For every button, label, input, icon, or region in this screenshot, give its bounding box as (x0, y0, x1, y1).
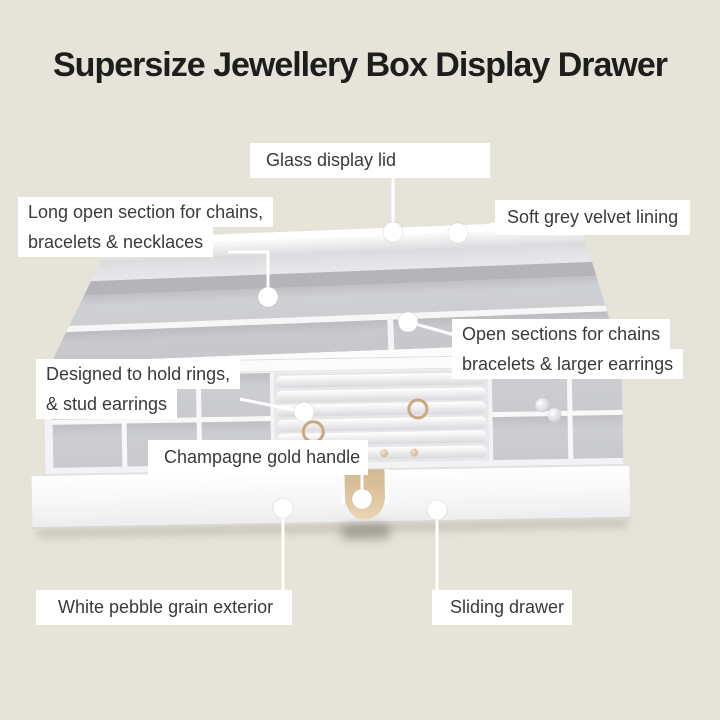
stud-earring (410, 448, 419, 457)
large-compartment (492, 415, 569, 461)
small-compartment (52, 423, 123, 468)
handle-shadow (341, 523, 390, 540)
label-champagne-gold-handle: Champagne gold handle (148, 440, 368, 475)
label-long-open-section: Long open section for chains, bracelets … (18, 197, 274, 257)
label-open-sections: Open sections for chains bracelets & lar… (452, 319, 684, 379)
label-white-pebble-grain-exterior: White pebble grain exterior (36, 590, 292, 625)
ring-roll (276, 386, 487, 403)
label-rings-stud-earrings: Designed to hold rings, & stud earrings (36, 359, 241, 419)
label-line: bracelets & necklaces (18, 227, 214, 257)
label-soft-grey-velvet-lining: Soft grey velvet lining (495, 200, 691, 235)
label-line: & stud earrings (36, 389, 178, 419)
label-line: Designed to hold rings, (36, 359, 241, 389)
label-sliding-drawer: Sliding drawer (432, 590, 572, 625)
page-title: Supersize Jewellery Box Display Drawer (53, 46, 668, 84)
champagne-gold-handle (344, 469, 386, 520)
label-line: bracelets & larger earrings (452, 349, 684, 379)
tray-vertical-divider (387, 320, 394, 350)
label-glass-display-lid: Glass display lid (250, 143, 490, 178)
label-line: Long open section for chains, (18, 197, 274, 227)
label-line: Open sections for chains (452, 319, 671, 349)
large-compartment (572, 414, 624, 459)
ring-roll (276, 401, 487, 417)
